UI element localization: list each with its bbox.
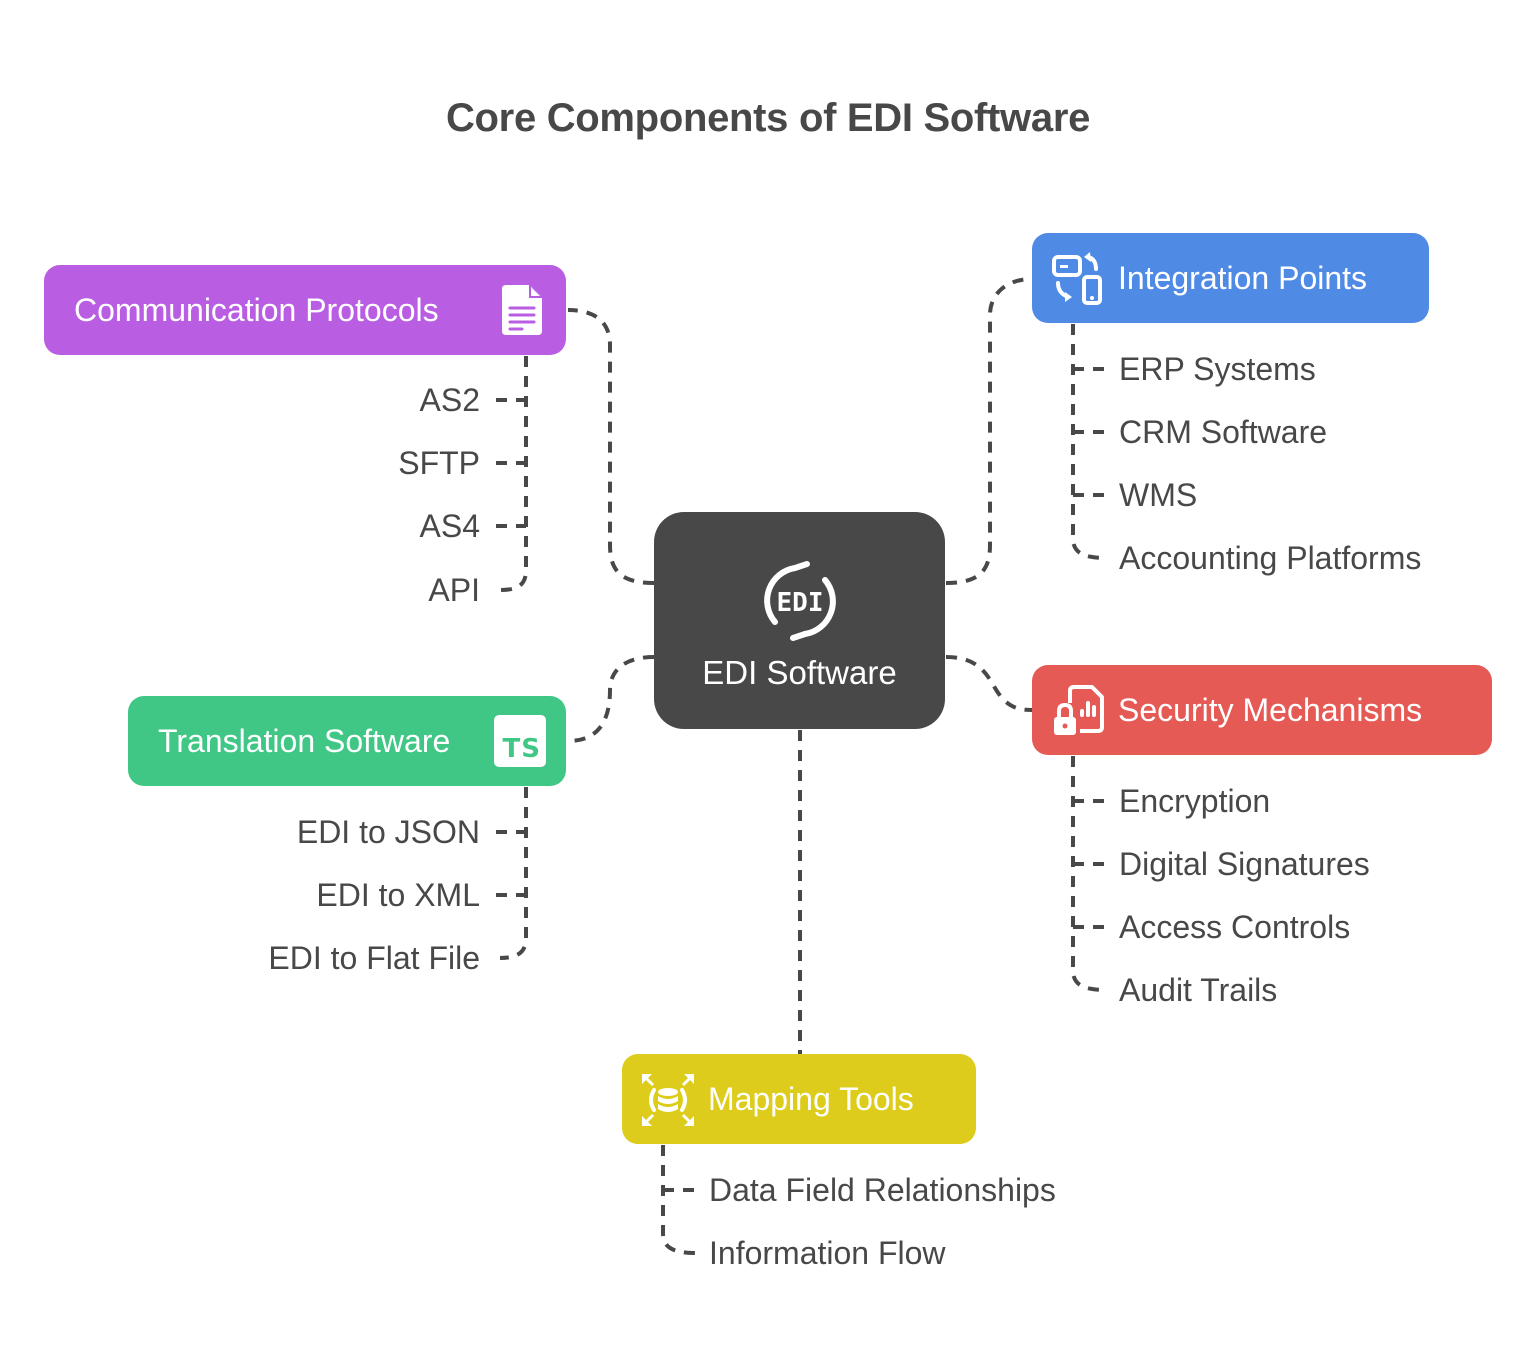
leaf-as4: AS4 xyxy=(419,508,480,544)
connector-int-trunk xyxy=(1071,324,1107,560)
center-node[interactable]: EDI EDI Software xyxy=(654,512,945,729)
connector-sec-trunk xyxy=(1071,756,1107,992)
branch-communication-protocols[interactable]: Communication Protocols xyxy=(44,265,566,355)
leaf-information-flow: Information Flow xyxy=(709,1235,946,1271)
leaf-as2: AS2 xyxy=(419,382,480,418)
edi-sync-icon: EDI xyxy=(755,556,845,646)
leaf-edi-to-flat-file: EDI to Flat File xyxy=(268,940,480,976)
branch-integration-points[interactable]: Integration Points xyxy=(1032,233,1429,323)
leaf-accounting-platforms: Accounting Platforms xyxy=(1119,540,1422,576)
connector-security xyxy=(945,655,1033,712)
leaf-encryption: Encryption xyxy=(1119,783,1271,819)
connector-comm-trunk xyxy=(499,356,528,592)
leaf-crm-software: CRM Software xyxy=(1119,414,1328,450)
leaf-data-field-relationships: Data Field Relationships xyxy=(709,1172,1056,1208)
leaf-digital-signatures: Digital Signatures xyxy=(1119,846,1370,882)
leaf-access-controls: Access Controls xyxy=(1119,909,1351,945)
branch-mapping-tools[interactable]: Mapping Tools xyxy=(622,1054,976,1144)
leaf-api: API xyxy=(428,572,480,608)
leaf-edi-to-xml: EDI to XML xyxy=(316,877,480,913)
branch-translation-software[interactable]: Translation Software TS xyxy=(128,696,566,786)
leaf-erp-systems: ERP Systems xyxy=(1119,351,1316,387)
secure-report-icon xyxy=(1050,683,1106,739)
leaf-audit-trails: Audit Trails xyxy=(1119,972,1278,1008)
connector-map-trunk xyxy=(661,1145,697,1255)
branch-label: Security Mechanisms xyxy=(1118,691,1423,728)
connector-trans-trunk xyxy=(499,787,528,960)
database-expand-icon xyxy=(640,1072,696,1128)
svg-text:EDI: EDI xyxy=(776,588,823,618)
leaf-edi-to-json: EDI to JSON xyxy=(296,814,480,850)
connector-integration xyxy=(945,277,1033,585)
leaf-sftp: SFTP xyxy=(398,445,480,481)
typescript-icon: TS xyxy=(494,715,546,767)
typescript-icon-text: TS xyxy=(502,734,541,764)
document-icon xyxy=(500,283,544,337)
branch-label: Mapping Tools xyxy=(708,1080,914,1117)
connector-translation xyxy=(567,655,655,743)
branch-label: Integration Points xyxy=(1118,259,1368,296)
branch-label: Translation Software xyxy=(158,722,451,759)
diagram-title: Core Components of EDI Software xyxy=(445,96,1091,140)
branch-security-mechanisms[interactable]: Security Mechanisms xyxy=(1032,665,1492,755)
leaf-wms: WMS xyxy=(1119,477,1198,513)
connector-communication xyxy=(567,308,655,585)
device-sync-icon xyxy=(1050,251,1106,307)
center-label: EDI Software xyxy=(702,653,897,691)
branch-label: Communication Protocols xyxy=(74,291,439,328)
